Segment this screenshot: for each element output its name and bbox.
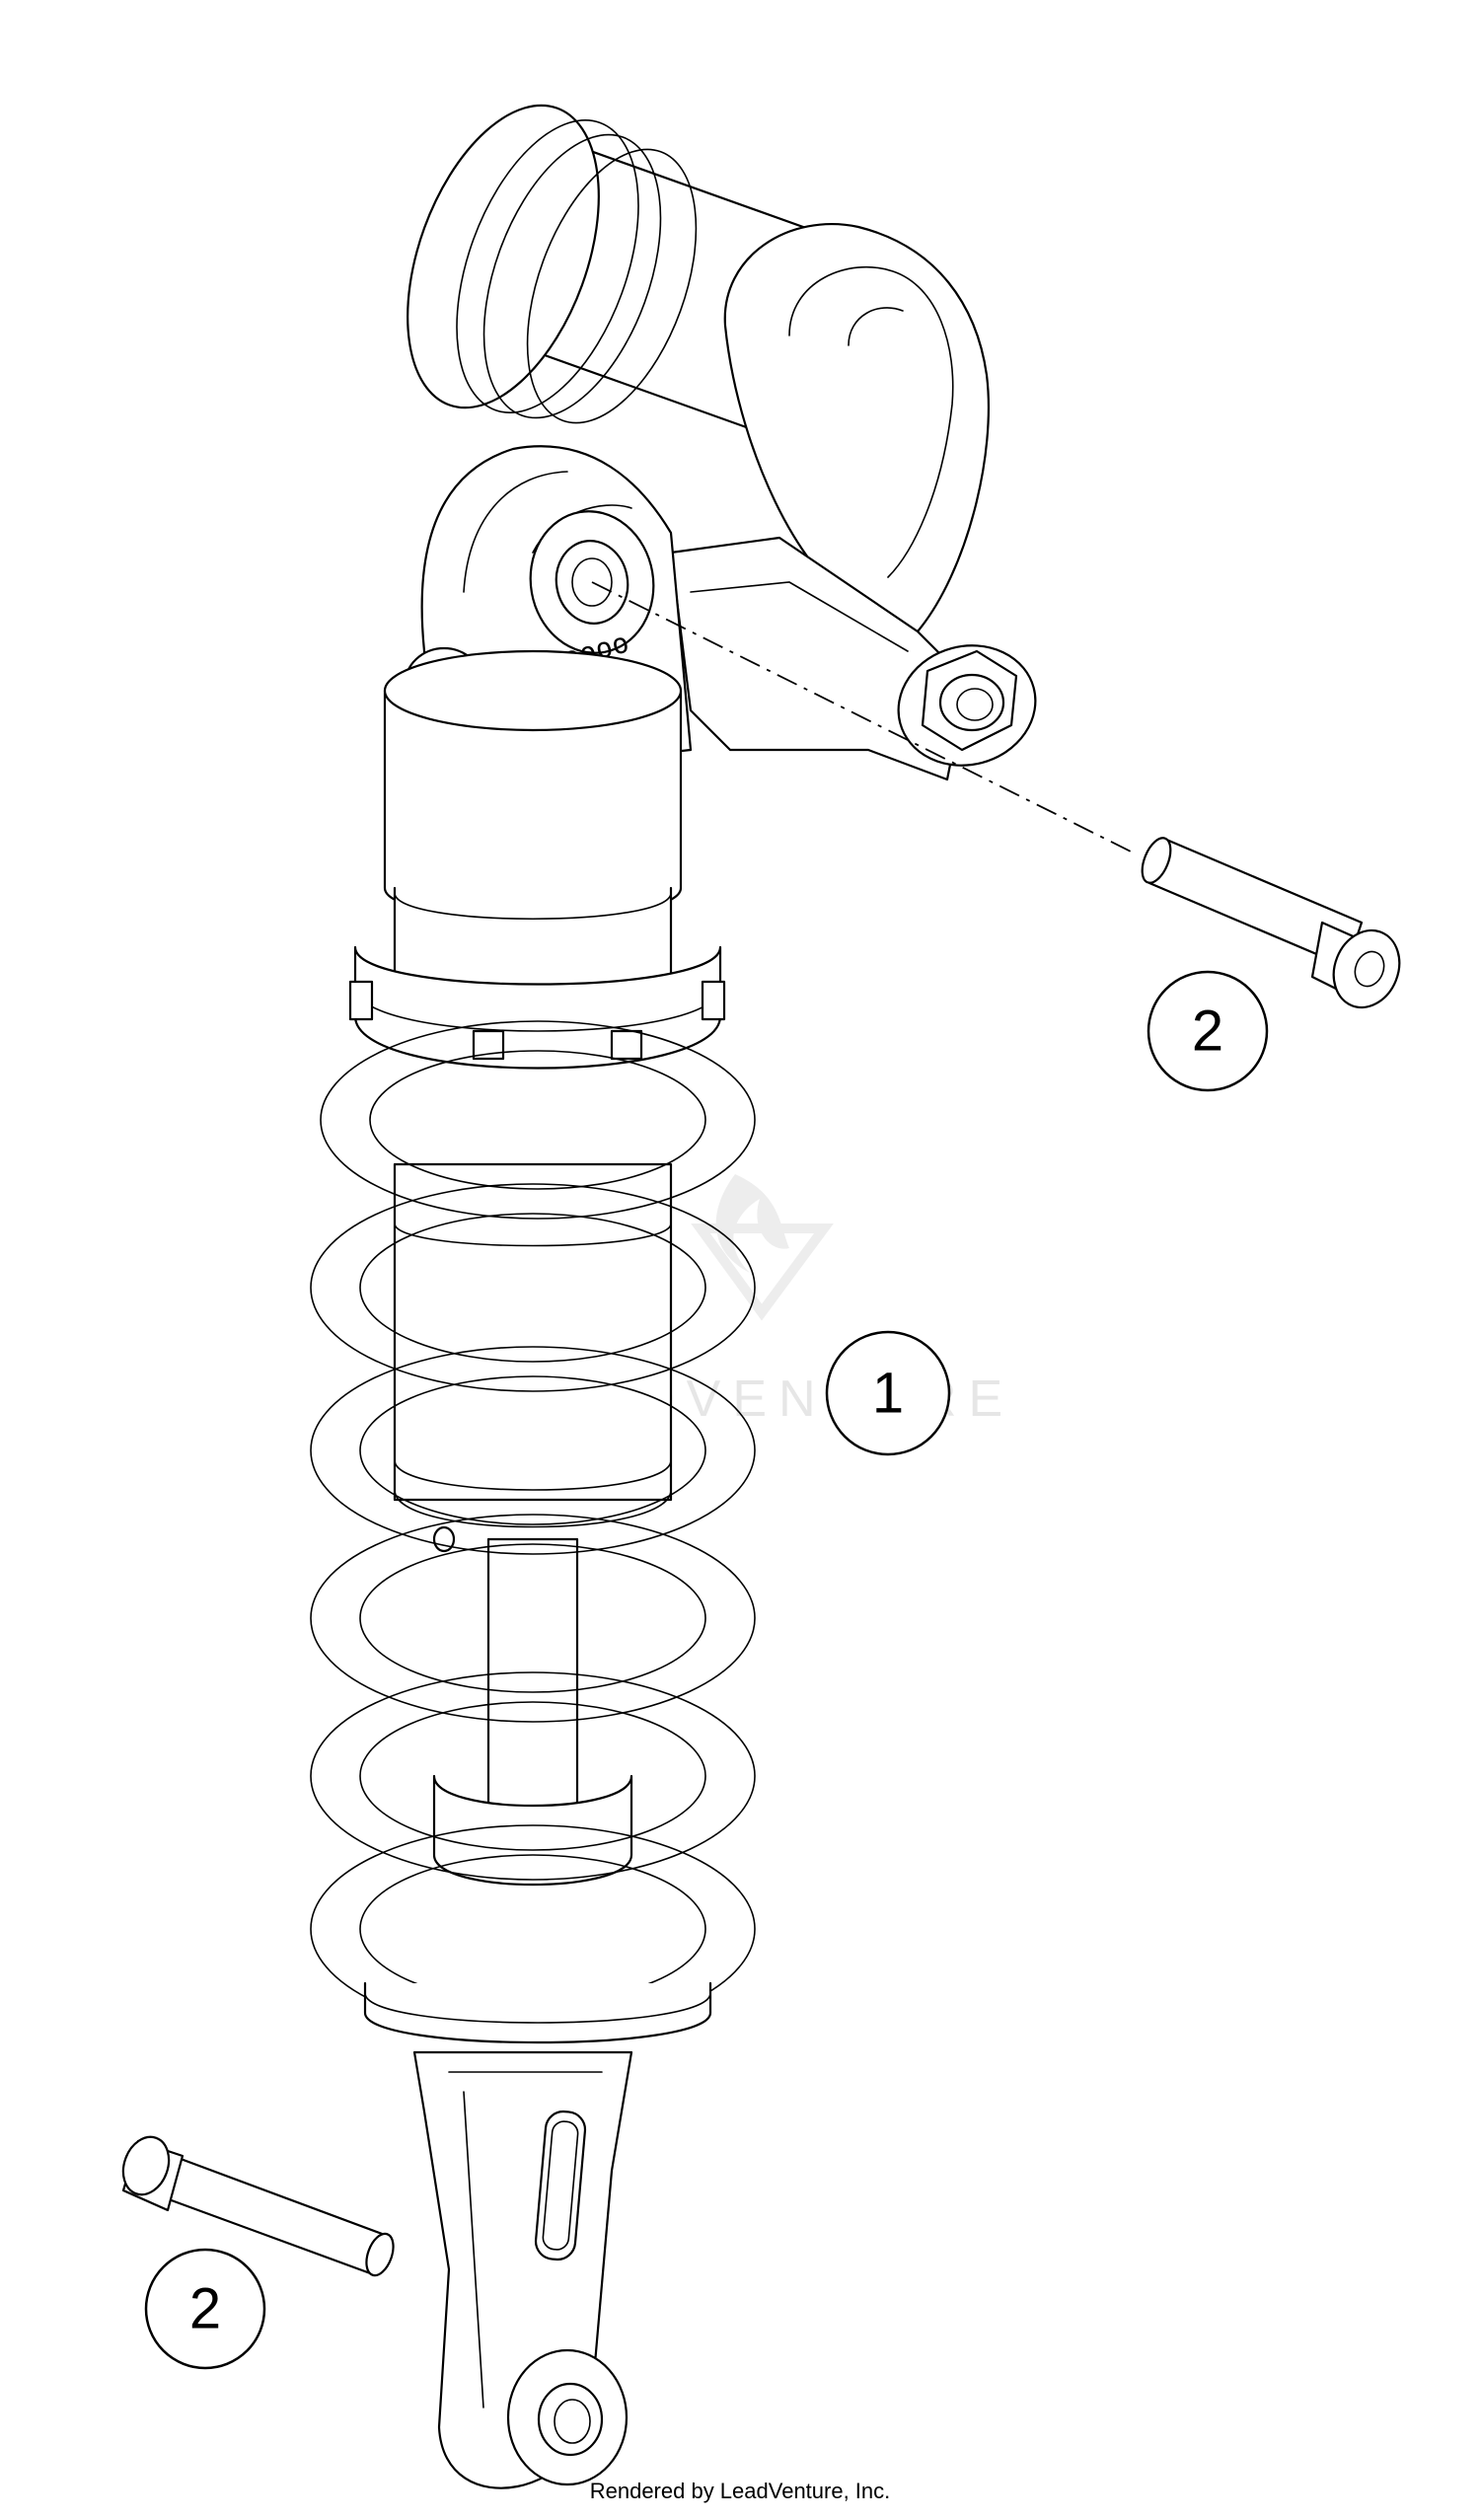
bracket xyxy=(669,536,969,781)
callout-1-label: 1 xyxy=(872,1362,904,1426)
bracket-nut xyxy=(897,644,1037,767)
callout-2-upper-label: 2 xyxy=(1192,1000,1223,1064)
damper-body xyxy=(383,649,683,1018)
lower-spring-seat xyxy=(363,1981,712,2044)
callout-2-upper[interactable]: 2 xyxy=(1147,970,1269,1092)
reservoir xyxy=(407,104,991,633)
callout-2-lower-label: 2 xyxy=(189,2277,221,2341)
coil-spring xyxy=(310,1020,756,2034)
upper-bolt xyxy=(1141,837,1401,1009)
lower-bolt xyxy=(121,2135,395,2277)
callout-2-lower[interactable]: 2 xyxy=(144,2248,266,2370)
callout-1[interactable]: 1 xyxy=(825,1330,951,1456)
lower-eye xyxy=(412,2050,633,2489)
footer-credit: Rendered by LeadVenture, Inc. xyxy=(589,2479,891,2503)
preload-collar xyxy=(348,945,726,1070)
upper-bolt-centerline xyxy=(591,581,1136,854)
